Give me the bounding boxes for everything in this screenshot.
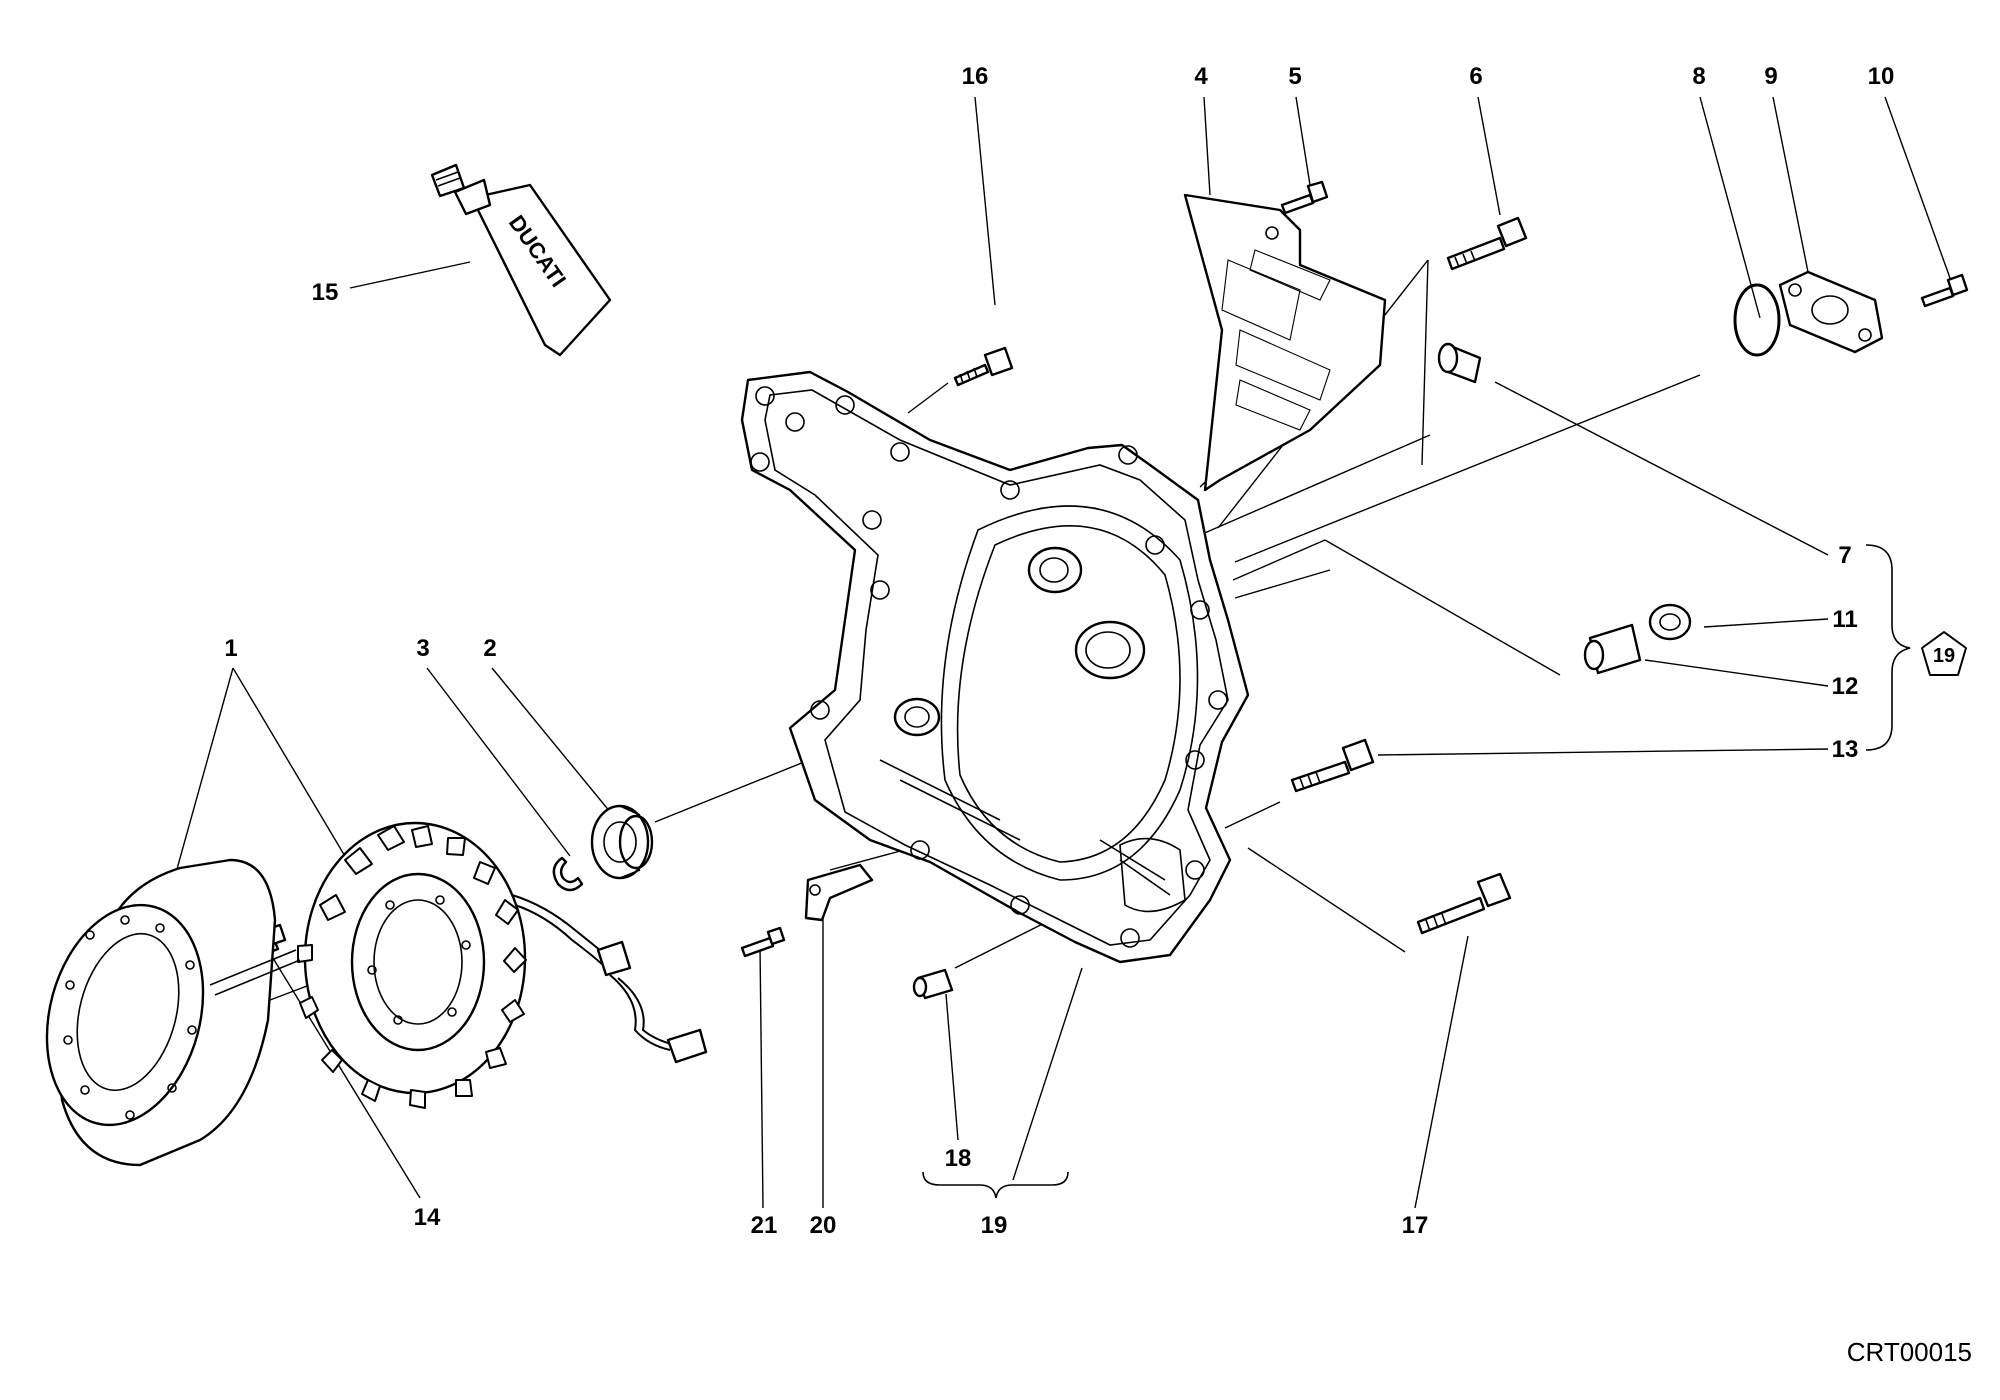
callout-15: 15 [312, 279, 339, 306]
circlip-3 [552, 856, 584, 892]
callout-19: 19 [981, 1212, 1008, 1239]
callout-8: 8 [1692, 63, 1705, 90]
flange-9 [1778, 270, 1884, 354]
callout-18: 18 [945, 1145, 972, 1172]
callout-9: 9 [1764, 63, 1777, 90]
screw-6 [1446, 216, 1528, 271]
screw-17 [1416, 872, 1512, 935]
callout-6: 6 [1469, 63, 1482, 90]
callout-13: 13 [1832, 736, 1859, 763]
stator [209, 821, 708, 1109]
callout-3: 3 [416, 635, 429, 662]
callout-5: 5 [1288, 63, 1301, 90]
sprocket-cover [1183, 193, 1387, 492]
kit-bracket: 19 [1865, 544, 1967, 751]
callout-20: 20 [810, 1212, 837, 1239]
callout-10: 10 [1868, 63, 1895, 90]
screw-13 [1290, 738, 1375, 793]
dowel-18 [912, 968, 954, 1000]
cable-clip-20 [804, 863, 874, 922]
callout-21: 21 [751, 1212, 778, 1239]
callout-16: 16 [962, 63, 989, 90]
generator-cover [740, 370, 1250, 964]
callout-17: 17 [1402, 1212, 1429, 1239]
bushing-7 [1437, 342, 1482, 384]
bushing-12 [1583, 623, 1642, 675]
kit-badge-number: 19 [1933, 645, 1955, 667]
rotor [45, 858, 277, 1167]
callout-7: 7 [1838, 542, 1851, 569]
o-ring-8 [1733, 283, 1781, 357]
group-bracket [922, 1171, 1069, 1199]
callout-1: 1 [224, 635, 237, 662]
diagram-code: CRT00015 [1846, 1337, 1972, 1367]
callout-2: 2 [483, 635, 496, 662]
callout-14: 14 [414, 1204, 441, 1231]
screw-5 [1280, 180, 1329, 215]
screw-16 [953, 346, 1014, 387]
seal-11 [1648, 603, 1692, 641]
screw-21 [740, 926, 786, 958]
bearing-2 [590, 804, 654, 880]
screw-10 [1920, 273, 1969, 308]
callout-11: 11 [1832, 606, 1857, 633]
grease-tube-15: DUCATI [430, 163, 612, 357]
callout-12: 12 [1832, 673, 1859, 700]
callout-4: 4 [1194, 63, 1208, 90]
